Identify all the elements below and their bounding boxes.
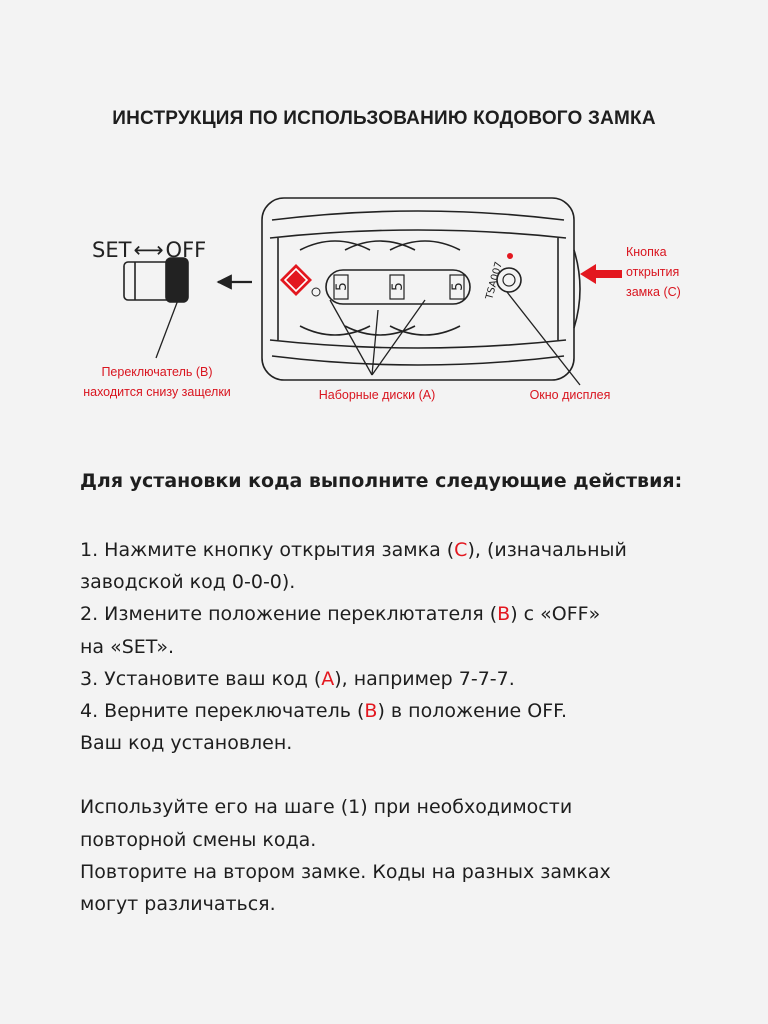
step-3-text-b: ), например 7-7-7. (334, 667, 515, 690)
lock-illustration: 5 5 5 TSA007 (123, 197, 622, 386)
step-2-cont: на «SET». (80, 635, 175, 658)
note-3: Повторите на втором замке. Коды на разны… (80, 860, 611, 883)
step-1-cont: заводской код 0-0-0). (80, 571, 296, 594)
dial-digits: 5 5 5 (333, 274, 466, 300)
label-display-window: Окно дисплея (529, 388, 611, 402)
step-1: 1. Нажмите кнопку открытия замка (С), (и… (80, 534, 720, 566)
note-2: повторной смены кода. (80, 828, 317, 851)
switch-icon (123, 257, 189, 303)
step-3-key: А (321, 667, 335, 690)
note-1: Используйте его на шаге (1) при необходи… (80, 796, 573, 819)
dial-digit-1: 5 (334, 282, 350, 291)
step-4-key: В (364, 700, 378, 723)
instructions-heading: Для установки кода выполните следующие д… (80, 470, 683, 492)
label-dials-a: Наборные диски (А) (318, 388, 436, 402)
step-4-text-b: ) в положение OFF. (377, 700, 568, 723)
lock-diagram: 5 5 5 TSA007 (0, 180, 768, 420)
label-c-line1: Кнопка (626, 245, 667, 259)
step-1-key: С (454, 539, 468, 561)
step-4-text-a: 4. Верните переключатель ( (80, 700, 365, 723)
double-arrow-icon: ⟷ (133, 238, 164, 262)
label-c-line3: замка (С) (626, 285, 681, 299)
red-arrow-icon (580, 264, 622, 284)
step-2-text-b: ) с «OFF» (510, 603, 601, 626)
switch-off-label: OFF (165, 238, 207, 262)
lock-body (261, 197, 581, 381)
display-window: TSA007 (484, 253, 522, 302)
switch-set-label: SET (92, 238, 132, 262)
step-2-text-a: 2. Измените положение переклютателя ( (80, 603, 498, 626)
dial-digit-3: 5 (450, 282, 466, 291)
label-b-line2: находится снизу защелки (83, 385, 231, 399)
step-3-text-a: 3. Установите ваш код ( (80, 667, 322, 690)
page-title: ИНСТРУКЦИЯ ПО ИСПОЛЬЗОВАНИЮ КОДОВОГО ЗАМ… (112, 108, 656, 129)
instructions-body: 1. Нажмите кнопку открытия замка (С), (и… (80, 534, 720, 920)
switch-label: SET ⟷ OFF (92, 238, 206, 262)
step-1-text-a: 1. Нажмите кнопку открытия замка ( (80, 539, 455, 561)
label-switch-b: Переключатель (В) находится снизу защелк… (62, 362, 252, 402)
step-4: 4. Верните переключатель (В) в положение… (80, 695, 720, 727)
label-b-line1: Переключатель (В) (101, 365, 213, 379)
dial-digit-2: 5 (390, 282, 406, 291)
label-c-line2: открытия (626, 265, 680, 279)
step-2: 2. Измените положение переклютателя (В) … (80, 598, 720, 630)
done-text: Ваш код установлен. (80, 732, 293, 755)
label-button-c: Кнопка открытия замка (С) (626, 242, 706, 302)
tsa-logo-icon (280, 264, 321, 297)
note-4: могут различаться. (80, 893, 276, 916)
step-2-key: В (497, 603, 511, 626)
step-1-text-b: ), (изначальный (467, 539, 627, 561)
tsa-text: TSA007 (484, 261, 505, 302)
step-3: 3. Установите ваш код (А), например 7-7-… (80, 663, 720, 695)
